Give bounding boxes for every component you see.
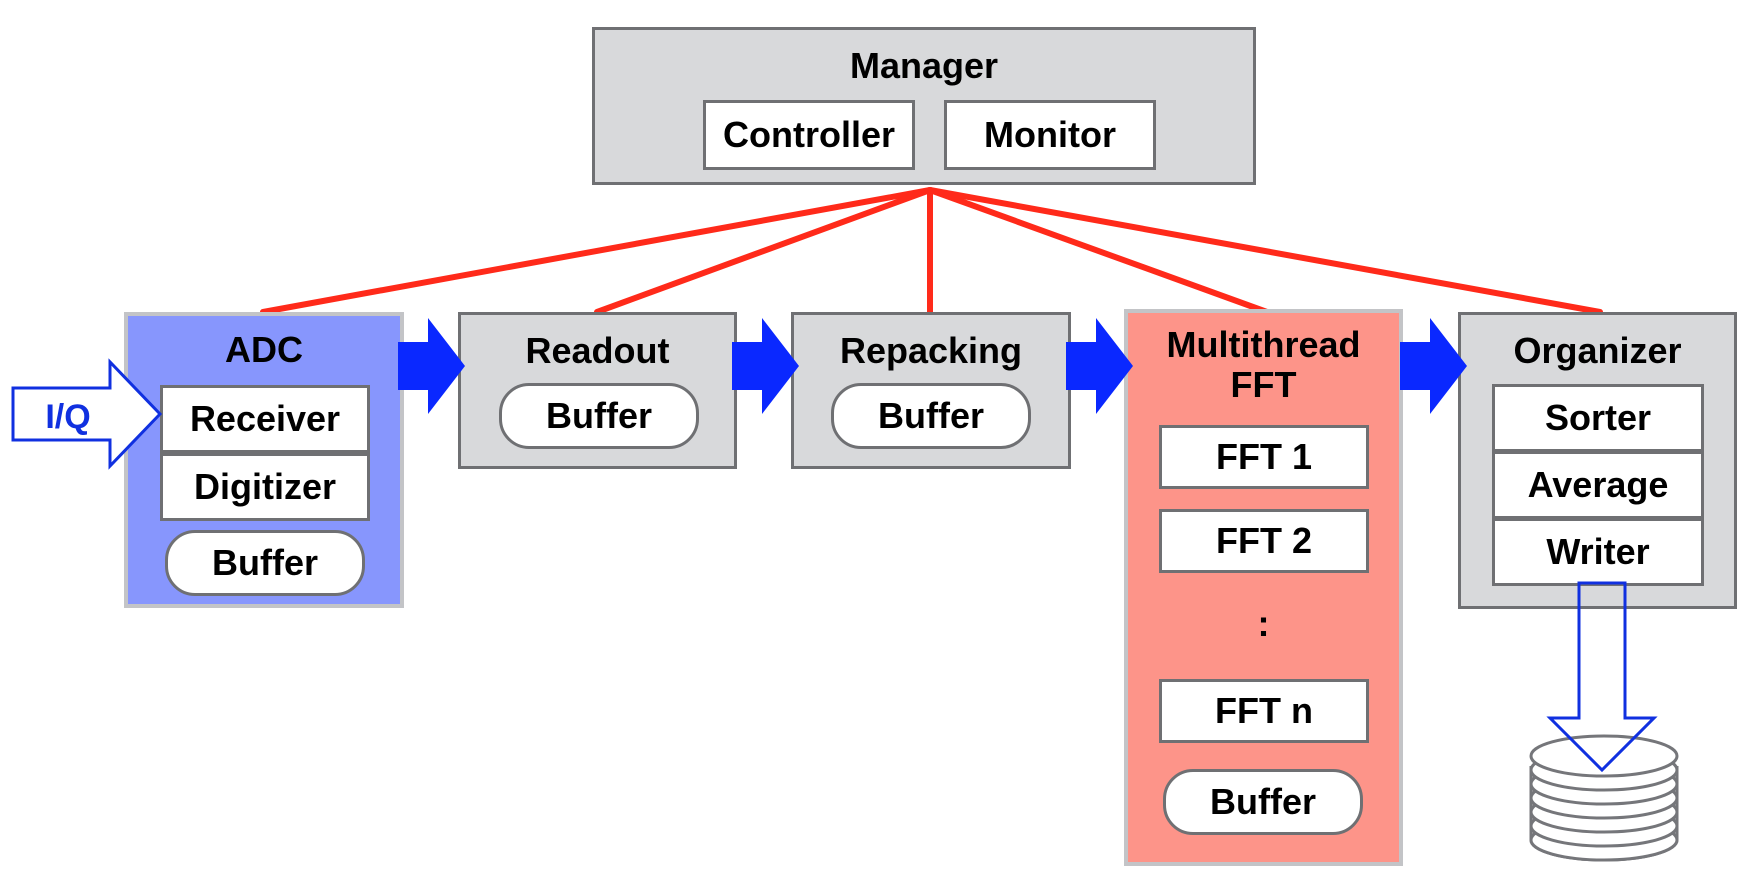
organizer-box: Organizer Sorter Average Writer [1458, 312, 1737, 609]
adc-buffer: Buffer [165, 530, 365, 596]
fft-buffer: Buffer [1163, 769, 1363, 835]
repacking-title: Repacking [839, 330, 1023, 371]
fft-title-line1: Multithread [1166, 324, 1361, 365]
adc-title: ADC [225, 329, 303, 370]
average-box: Average [1492, 451, 1704, 519]
receiver-box: Receiver [160, 385, 370, 453]
sorter-box: Sorter [1492, 384, 1704, 452]
control-link-organizer [927, 187, 1603, 315]
adc-box: ADC Receiver Digitizer Buffer [124, 312, 404, 608]
control-link-fft [927, 187, 1270, 315]
organizer-title: Organizer [1513, 330, 1682, 371]
readout-box: Readout Buffer [458, 312, 737, 469]
manager-box: Manager Controller Monitor [592, 27, 1256, 185]
digitizer-box: Digitizer [160, 453, 370, 521]
fft-title-line2: FFT [1230, 364, 1297, 405]
readout-title: Readout [525, 330, 670, 371]
fft-unit-n: FFT n [1159, 679, 1369, 743]
fft-unit-2: FFT 2 [1159, 509, 1369, 573]
repacking-box: Repacking Buffer [791, 312, 1071, 469]
control-link-adc [260, 187, 933, 315]
manager-title: Manager [849, 45, 999, 86]
control-link-readout [594, 187, 933, 315]
fft-unit-1: FFT 1 [1159, 425, 1369, 489]
multithread-fft-box: Multithread FFT FFT 1 FFT 2 : FFT n Buff… [1124, 309, 1403, 866]
writer-box: Writer [1492, 518, 1704, 586]
repacking-buffer: Buffer [831, 383, 1031, 449]
monitor-box: Monitor [944, 100, 1156, 170]
fft-ellipsis: : [1257, 603, 1270, 644]
controller-box: Controller [703, 100, 915, 170]
readout-buffer: Buffer [499, 383, 699, 449]
